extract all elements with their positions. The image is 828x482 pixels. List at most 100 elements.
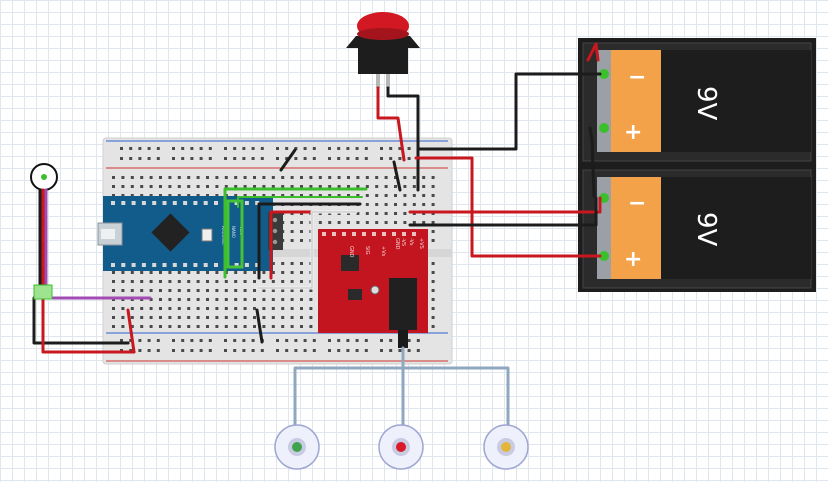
- breadboard-hole: [187, 271, 191, 274]
- breadboard-hole: [129, 157, 133, 160]
- breadboard-hole: [389, 339, 393, 342]
- breadboard-hole: [234, 325, 238, 328]
- breadboard-hole: [403, 194, 407, 197]
- breadboard-hole: [262, 185, 266, 188]
- breadboard-hole: [156, 339, 160, 342]
- breadboard-hole: [112, 307, 115, 310]
- breadboard-hole: [290, 325, 294, 328]
- arduino-pin: [131, 263, 136, 267]
- breadboard-hole: [271, 271, 275, 274]
- breadboard-hole: [206, 289, 209, 292]
- breadboard-hole: [394, 176, 397, 179]
- breadboard-hole: [242, 147, 246, 150]
- microcontroller-chip-icon: [151, 213, 190, 252]
- audio-jack-plug: [398, 330, 408, 348]
- breadboard-hole: [347, 176, 350, 179]
- breadboard-hole: [394, 203, 397, 206]
- breadboard-hole: [243, 289, 247, 292]
- breadboard-hole: [159, 307, 162, 310]
- breadboard-hole: [281, 280, 285, 283]
- breadboard-hole: [177, 316, 181, 319]
- breadboard-hole: [281, 298, 285, 301]
- breadboard-hole: [177, 325, 181, 328]
- breadboard-hole: [328, 349, 331, 352]
- arduino-pin: [162, 263, 167, 267]
- breadboard-hole: [196, 194, 200, 197]
- breadboard-hole: [121, 185, 125, 188]
- breadboard-hole: [398, 157, 402, 160]
- breadboard-hole: [243, 307, 247, 310]
- breadboard-hole: [121, 316, 125, 319]
- breadboard-hole: [243, 271, 247, 274]
- breadboard-hole: [271, 325, 275, 328]
- breadboard-hole: [318, 176, 322, 179]
- battery-1-terminal-plus: [599, 123, 609, 133]
- breadboard-hole: [121, 289, 125, 292]
- breadboard-hole: [260, 157, 264, 160]
- breadboard-hole: [403, 221, 407, 224]
- breadboard-hole: [187, 176, 191, 179]
- breadboard-hole: [356, 176, 360, 179]
- breadboard-hole: [233, 349, 237, 352]
- ecg-module-pin: [382, 232, 386, 236]
- breadboard-hole: [389, 157, 393, 160]
- breadboard-hole: [290, 239, 294, 242]
- breadboard-hole: [300, 194, 303, 197]
- breadboard-hole: [300, 221, 303, 224]
- breadboard-hole: [138, 157, 142, 160]
- breadboard-hole: [309, 194, 313, 197]
- battery-2-cap-icon: [597, 177, 611, 279]
- breadboard-hole: [337, 147, 341, 150]
- breadboard-hole: [398, 349, 402, 352]
- ecg-module-pins: [322, 232, 416, 236]
- breadboard-hole: [356, 221, 360, 224]
- breadboard-hole: [300, 262, 303, 265]
- breadboard-hole: [147, 339, 151, 342]
- breadboard-hole: [121, 176, 125, 179]
- arduino-pin: [203, 201, 208, 205]
- breadboard-hole: [129, 339, 133, 342]
- breadboard-hole: [208, 157, 212, 160]
- breadboard-hole: [168, 289, 172, 292]
- breadboard-hole: [346, 339, 350, 342]
- breadboard-hole: [208, 349, 212, 352]
- breadboard-hole: [196, 325, 200, 328]
- breadboard-hole: [159, 185, 162, 188]
- breadboard-hole: [281, 307, 285, 310]
- arduino-pin: [172, 201, 177, 205]
- breadboard-hole: [271, 262, 275, 265]
- breadboard-hole: [328, 147, 331, 150]
- breadboard-hole: [422, 176, 426, 179]
- breadboard-hole: [356, 185, 360, 188]
- breadboard-hole: [337, 185, 341, 188]
- breadboard-hole: [168, 185, 172, 188]
- breadboard-hole: [300, 271, 303, 274]
- arduino-pin: [214, 263, 218, 267]
- breadboard-hole: [365, 212, 369, 215]
- electrode-red-icon: [378, 424, 424, 470]
- breadboard-hole: [281, 316, 285, 319]
- breadboard-hole: [407, 349, 411, 352]
- arduino-pin: [214, 201, 218, 205]
- breadboard-hole: [262, 289, 266, 292]
- breadboard-hole: [199, 157, 203, 160]
- breadboard-hole: [290, 262, 294, 265]
- breadboard-hole: [138, 349, 142, 352]
- breadboard-hole: [303, 349, 307, 352]
- breadboard-hole: [149, 194, 153, 197]
- breadboard-hole: [365, 194, 369, 197]
- breadboard-hole: [271, 289, 275, 292]
- usb-slot: [101, 229, 115, 239]
- breadboard-hole: [262, 176, 266, 179]
- breadboard-hole: [138, 147, 142, 150]
- breadboard-hole: [215, 289, 219, 292]
- breadboard-hole: [285, 339, 289, 342]
- breadboard-hole: [215, 325, 219, 328]
- breadboard-hole: [190, 157, 194, 160]
- breadboard-hole: [347, 185, 350, 188]
- breadboard-hole: [242, 339, 246, 342]
- breadboard-hole: [300, 176, 303, 179]
- indicator-led-icon: [30, 163, 58, 191]
- breadboard-hole: [271, 307, 275, 310]
- breadboard-hole: [149, 307, 153, 310]
